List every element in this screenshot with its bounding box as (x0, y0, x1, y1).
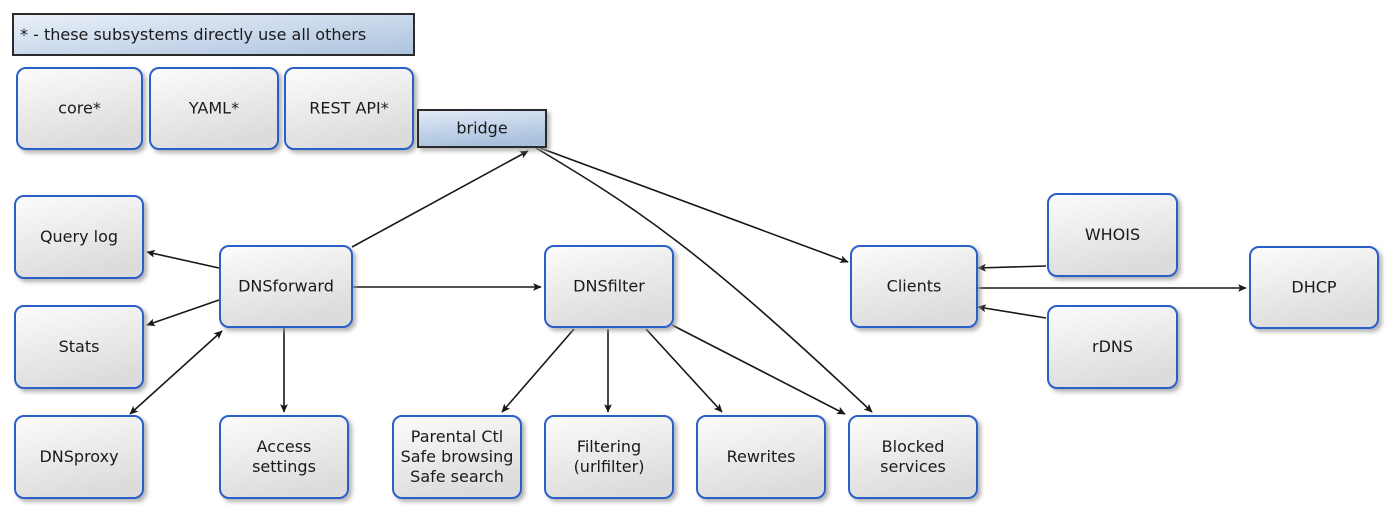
edge-dnsforward-querylog (146, 249, 220, 269)
node-restapi[interactable]: REST API* (284, 67, 414, 150)
node-box-dnsforward[interactable] (219, 245, 353, 328)
node-yaml[interactable]: YAML* (149, 67, 279, 150)
node-label-line: services (880, 457, 946, 476)
edge-dnsforward-bridge (351, 150, 529, 248)
node-box-access[interactable] (219, 415, 349, 499)
node-label-yaml: YAML* (188, 98, 239, 117)
node-box-parental[interactable] (392, 415, 522, 499)
node-label-line: Stats (59, 337, 100, 356)
node-label-rdns: rDNS (1092, 337, 1133, 356)
node-box-clients[interactable] (850, 245, 978, 328)
node-label-stats: Stats (59, 337, 100, 356)
edges-layer (129, 147, 1247, 415)
node-box-stats[interactable] (14, 305, 144, 389)
edge-bridge-clients (539, 147, 849, 263)
node-label-line: DNSproxy (39, 447, 118, 466)
edge-dnsfilter-rewrites (645, 328, 723, 413)
edge-dnsfilter-blocked (671, 324, 846, 415)
node-box-core[interactable] (16, 67, 143, 150)
node-label-line: Query log (40, 227, 118, 246)
node-label-line: bridge (456, 118, 507, 137)
node-label-whois: WHOIS (1085, 225, 1140, 244)
node-box-blocked[interactable] (848, 415, 978, 499)
node-label-line: WHOIS (1085, 225, 1140, 244)
node-dhcp[interactable]: DHCP (1249, 246, 1379, 329)
node-box-whois[interactable] (1047, 193, 1178, 277)
node-filtering[interactable]: Filtering(urlfilter) (544, 415, 674, 499)
node-label-dhcp: DHCP (1291, 277, 1337, 296)
legend-text: * - these subsystems directly use all ot… (20, 25, 366, 44)
node-box-dnsfilter[interactable] (544, 245, 674, 328)
node-label-line: rDNS (1092, 337, 1133, 356)
node-label-core: core* (58, 98, 101, 117)
node-box-filtering[interactable] (544, 415, 674, 499)
node-core[interactable]: core* (16, 67, 143, 150)
edge-whois-clients (977, 263, 1047, 272)
node-label-line: settings (252, 457, 316, 476)
node-label-filtering: Filtering(urlfilter) (574, 437, 645, 476)
node-label-dnsforward: DNSforward (238, 276, 334, 295)
node-dnsforward[interactable]: DNSforward (219, 245, 353, 328)
node-label-line: Parental Ctl (411, 427, 503, 446)
node-label-line: REST API* (309, 98, 389, 117)
node-label-line: Filtering (577, 437, 641, 456)
node-box-restapi[interactable] (284, 67, 414, 150)
node-label-bridge: bridge (456, 118, 507, 137)
edge-dnsforward-stats (146, 299, 220, 327)
node-dnsproxy[interactable]: DNSproxy (14, 415, 144, 499)
node-box-rdns[interactable] (1047, 305, 1178, 389)
node-label-line: Blocked (882, 437, 945, 456)
node-label-dnsproxy: DNSproxy (39, 447, 118, 466)
node-label-line: Safe search (410, 467, 504, 486)
node-label-line: (urlfilter) (574, 457, 645, 476)
node-box-dhcp[interactable] (1249, 246, 1379, 329)
node-label-line: core* (58, 98, 101, 117)
node-clients[interactable]: Clients (850, 245, 978, 328)
node-label-rewrites: Rewrites (727, 447, 796, 466)
node-label-line: DNSforward (238, 276, 334, 295)
edge-dnsfilter-parental (501, 328, 575, 413)
node-whois[interactable]: WHOIS (1047, 193, 1178, 277)
node-label-line: Safe browsing (401, 447, 514, 466)
node-label-dnsfilter: DNSfilter (573, 276, 645, 295)
legend-note: * - these subsystems directly use all ot… (12, 13, 415, 56)
node-box-dnsproxy[interactable] (14, 415, 144, 499)
node-label-line: Clients (887, 276, 942, 295)
edge-bridge-blocked (535, 147, 873, 413)
edge-dnsforward-dnsproxy (129, 330, 223, 415)
node-box-yaml[interactable] (149, 67, 279, 150)
node-rdns[interactable]: rDNS (1047, 305, 1178, 389)
node-label-querylog: Query log (40, 227, 118, 246)
node-label-line: Access (257, 437, 312, 456)
node-rewrites[interactable]: Rewrites (696, 415, 826, 499)
node-label-line: DNSfilter (573, 276, 645, 295)
node-bridge[interactable]: bridge (417, 109, 547, 148)
node-box-rewrites[interactable] (696, 415, 826, 499)
node-dnsfilter[interactable]: DNSfilter (544, 245, 674, 328)
node-querylog[interactable]: Query log (14, 195, 144, 279)
node-label-line: DHCP (1291, 277, 1337, 296)
node-label-restapi: REST API* (309, 98, 389, 117)
node-label-line: YAML* (188, 98, 239, 117)
node-stats[interactable]: Stats (14, 305, 144, 389)
node-label-clients: Clients (887, 276, 942, 295)
node-box-bridge[interactable] (417, 109, 547, 148)
node-label-line: Rewrites (727, 447, 796, 466)
node-box-querylog[interactable] (14, 195, 144, 279)
edge-rdns-clients (977, 304, 1047, 319)
legend-box (12, 13, 415, 56)
